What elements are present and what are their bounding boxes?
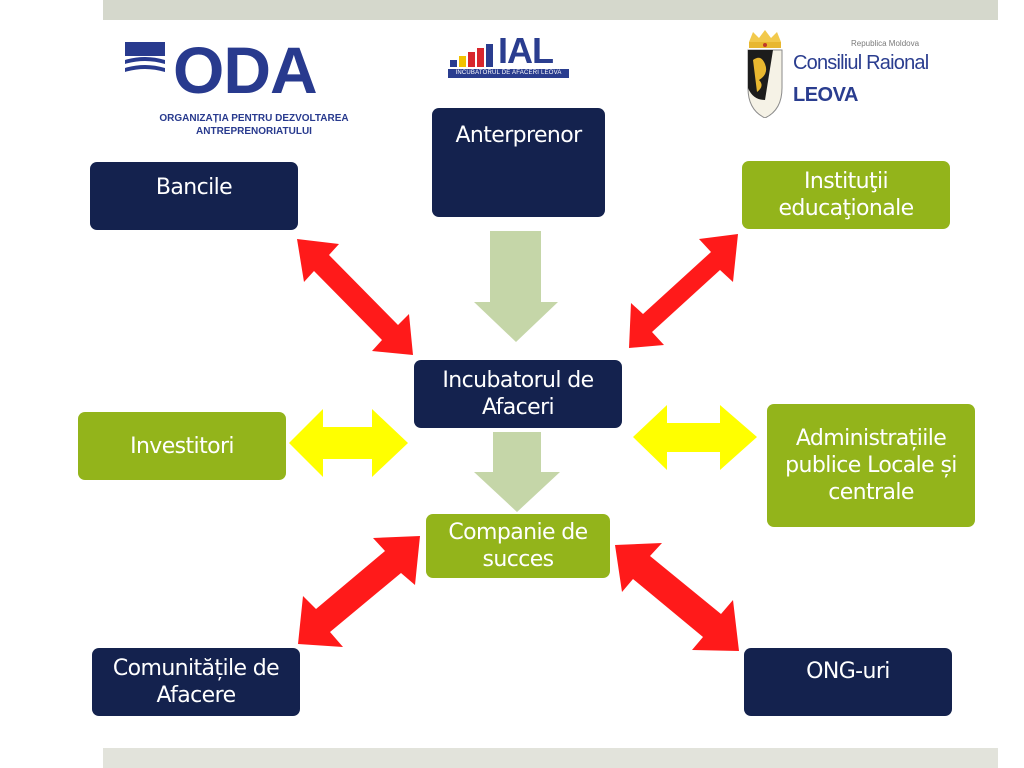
red-arrow-companie-ong <box>615 543 739 651</box>
ial-bars-icon <box>450 44 493 67</box>
consiliul-raional-logo: Republica Moldova Consiliul Raional LEOV… <box>745 30 929 120</box>
node-administratii-label: Administrațiile publice Locale și centra… <box>785 426 957 505</box>
red-arrow-bancile-incubator <box>297 239 413 355</box>
node-investitori-label: Investitori <box>130 433 234 459</box>
node-companie-de-succes: Companie de succes <box>426 514 610 578</box>
node-bancile: Bancile <box>90 162 298 230</box>
council-title: Consiliul Raional <box>793 52 929 74</box>
top-band <box>103 0 998 20</box>
node-comunitatile-de-afacere: Comunitățile de Afacere <box>92 648 300 716</box>
node-incubatorul-de-afaceri: Incubatorul de Afaceri <box>414 360 622 428</box>
node-anterprenor: Anterprenor <box>432 108 605 217</box>
node-companie-label: Companie de succes <box>448 520 588 572</box>
node-investitori: Investitori <box>78 412 286 480</box>
coat-of-arms-icon <box>747 30 783 118</box>
node-institutii-educationale: Instituţii educaţionale <box>742 161 950 229</box>
ial-logo-subtitle: INCUBATORUL DE AFACERI LEOVA <box>448 69 569 78</box>
oda-wave-icon <box>125 42 165 72</box>
oda-logo-text: ODA <box>173 33 318 107</box>
node-comunitati-label: Comunitățile de Afacere <box>112 656 280 708</box>
node-ong-uri: ONG-uri <box>744 648 952 716</box>
red-arrow-institutii-incubator <box>629 234 738 348</box>
bottom-band <box>103 748 998 768</box>
node-administratii-publice: Administrațiile publice Locale și centra… <box>767 404 975 527</box>
node-ong-label: ONG-uri <box>806 659 890 684</box>
node-incubator-label: Incubatorul de Afaceri <box>442 368 594 420</box>
yellow-arrow-investitori-incubator <box>289 409 408 477</box>
republic-label: Republica Moldova <box>851 39 920 48</box>
oda-logo: ODA ORGANIZAȚIA PENTRU DEZVOLTAREA ANTRE… <box>125 33 365 145</box>
node-bancile-label: Bancile <box>155 175 233 200</box>
ial-logo-text: IAL <box>498 30 554 71</box>
red-arrow-companie-comunitati <box>298 536 420 647</box>
ial-logo: IAL INCUBATORUL DE AFACERI LEOVA <box>448 30 570 82</box>
node-institutii-label: Instituţii educaţionale <box>778 169 914 221</box>
oda-subtitle-line-2: ANTREPRENORIATULUI <box>196 126 312 137</box>
node-anterprenor-label: Anterprenor <box>455 123 582 148</box>
flow-arrow-anterprenor-to-incubator <box>474 231 558 342</box>
oda-subtitle-line-1: ORGANIZAȚIA PENTRU DEZVOLTAREA <box>159 113 349 124</box>
district-name: LEOVA <box>793 84 858 106</box>
yellow-arrow-incubator-administratii <box>633 405 757 470</box>
flow-arrow-incubator-to-companie <box>474 432 560 512</box>
oda-logo-subtitle: ORGANIZAȚIA PENTRU DEZVOLTAREA ANTREPREN… <box>143 112 365 138</box>
